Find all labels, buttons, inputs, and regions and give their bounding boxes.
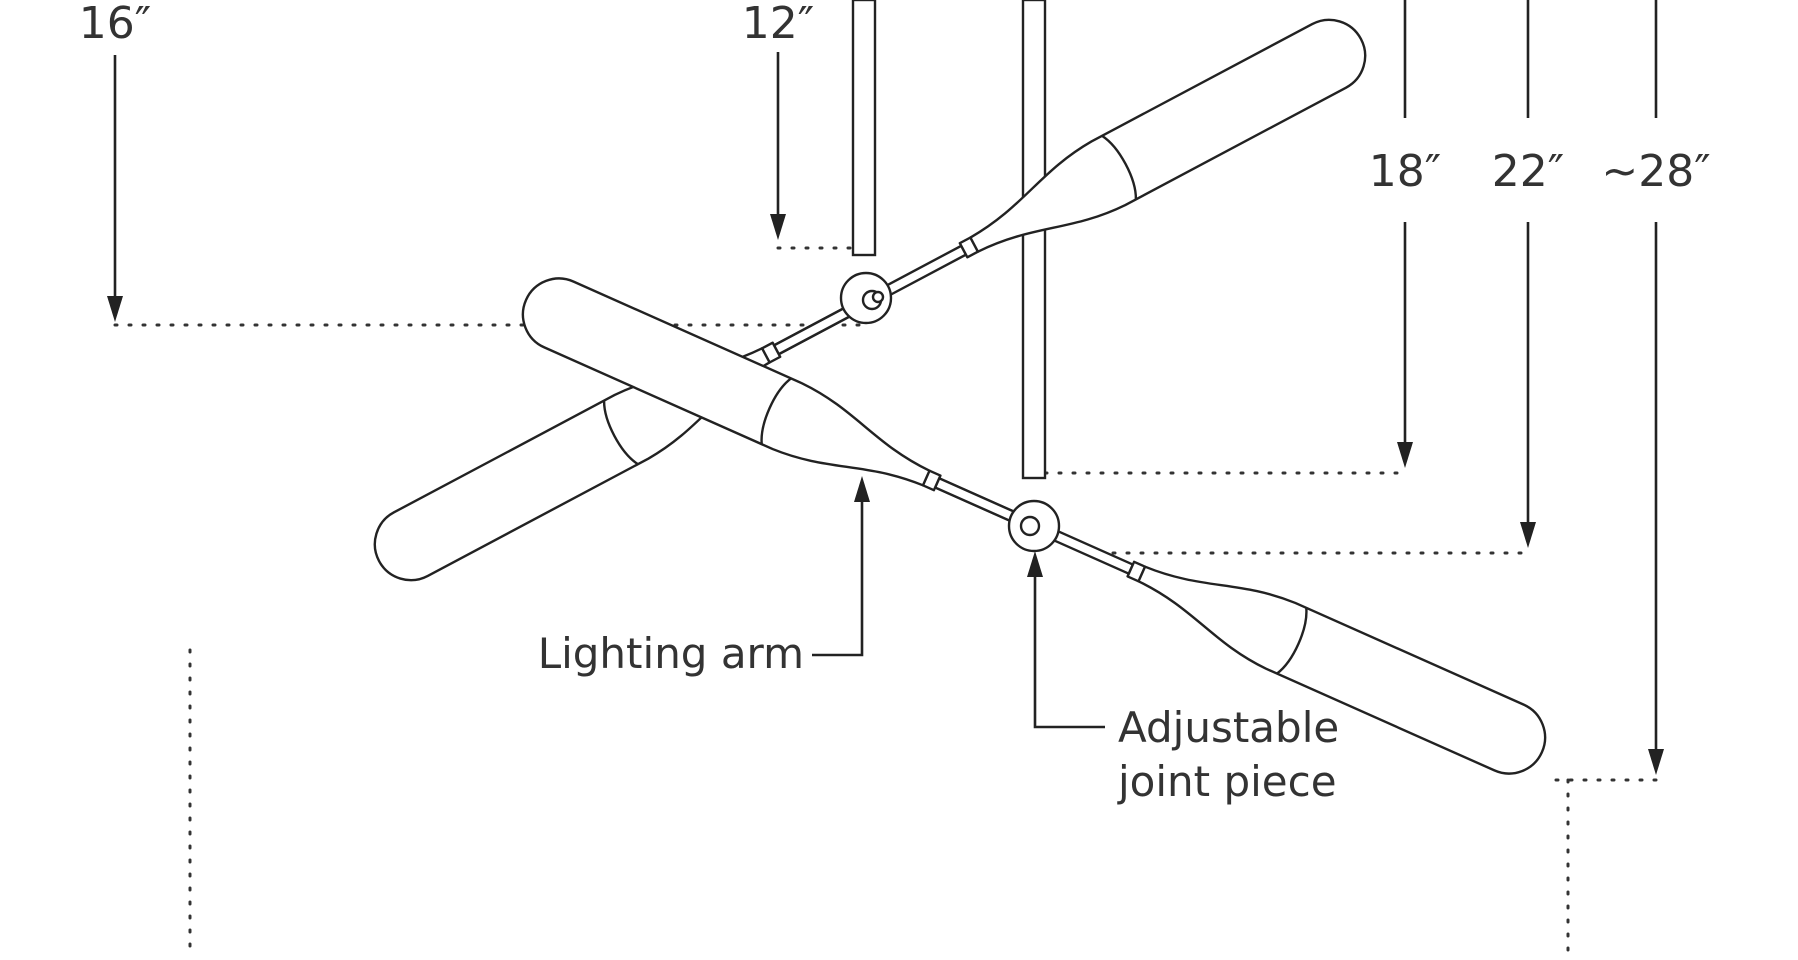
callout-joint-line-1: Adjustable [1118,703,1339,752]
callout-joint-line-2: joint piece [1117,757,1337,806]
dimension-guides [113,246,1658,957]
upper-joint [839,271,893,325]
callout-leaders [812,476,1105,729]
dimension-label-18: 18″ [1369,146,1441,197]
rod-upper [851,0,877,257]
callout-lighting-arm: Lighting arm [538,629,804,678]
dimension-label-22: 22″ [1492,146,1564,197]
dimension-arrows [107,0,1664,775]
rod-lower [1021,0,1047,480]
dimension-label-12: 12″ [742,0,814,49]
lower-joint [1007,499,1061,553]
dimension-label-28: ~28″ [1601,146,1710,197]
dimension-label-16: 16″ [79,0,151,49]
suspension-rods [851,0,1047,480]
